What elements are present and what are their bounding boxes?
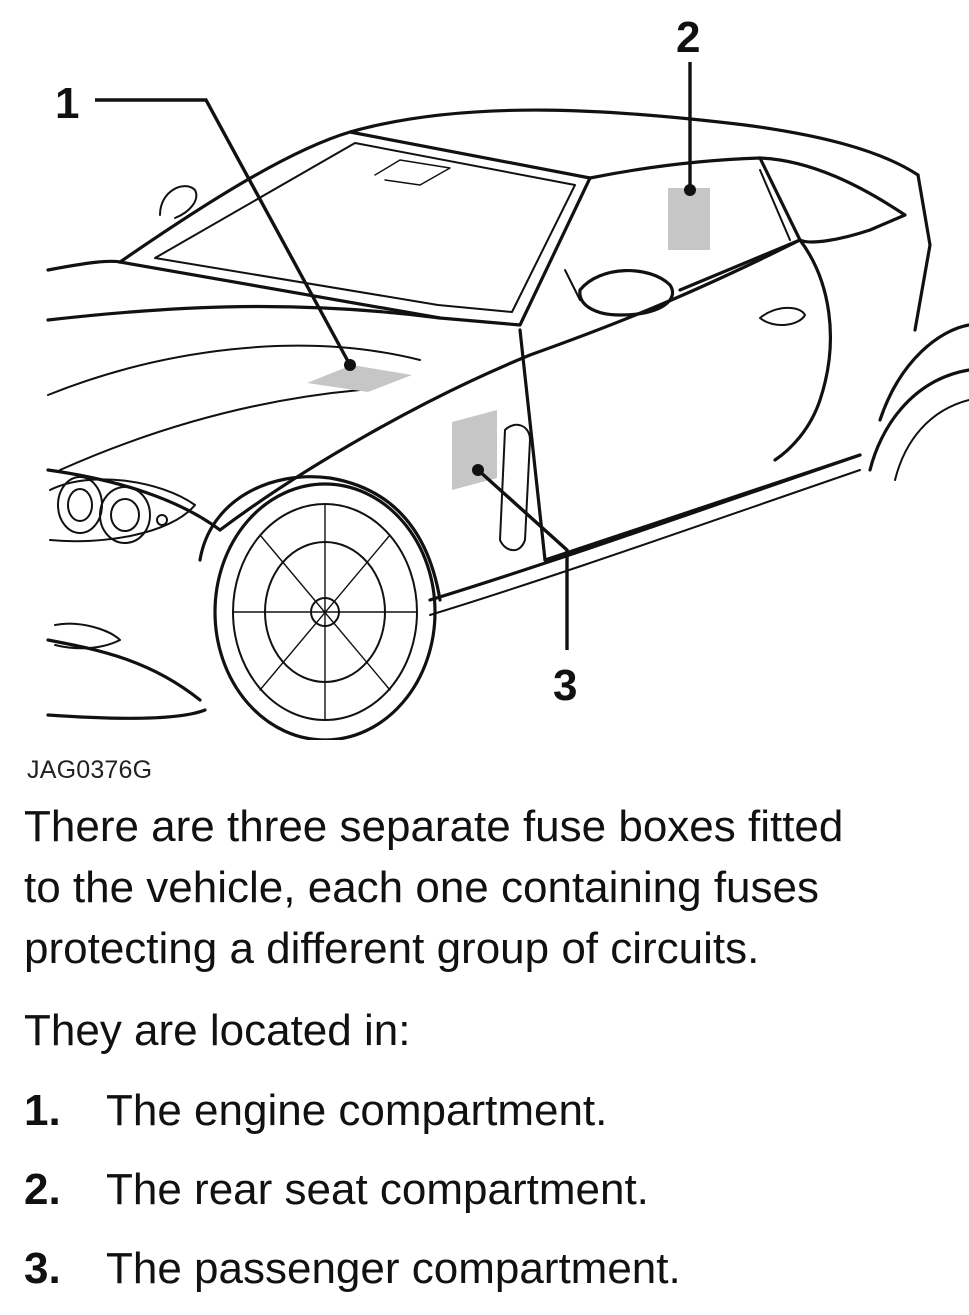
leader-line-3 [476, 468, 569, 650]
list-item-text: The passenger compartment. [106, 1244, 681, 1293]
list-item-number: 2. [24, 1165, 61, 1214]
list-item-number: 1. [24, 1086, 61, 1135]
intro-paragraph: There are three separate fuse boxes fitt… [24, 802, 844, 973]
callout-1: 1 [55, 79, 79, 128]
list-item: 2. The rear seat compartment. [24, 1157, 681, 1236]
fuse-box-marker-passenger [452, 410, 497, 490]
fuse-box-marker-rear-seat [668, 188, 710, 250]
callout-3: 3 [553, 661, 577, 710]
list-item-number: 3. [24, 1244, 61, 1293]
car-body [46, 108, 969, 740]
list-item: 1. The engine compartment. [24, 1078, 681, 1157]
fuse-box-marker-engine [307, 365, 412, 392]
figure-code: JAG0376G [27, 756, 153, 784]
located-in-heading: They are located in: [24, 1006, 411, 1055]
callout-2: 2 [676, 13, 700, 62]
car-line-drawing: 1 2 3 [46, 13, 969, 740]
list-item-text: The rear seat compartment. [106, 1165, 649, 1214]
leader-line-1 [95, 98, 352, 366]
list-item: 3. The passenger compartment. [24, 1236, 681, 1315]
fuse-box-location-list: 1. The engine compartment. 2. The rear s… [24, 1078, 681, 1315]
list-item-text: The engine compartment. [106, 1086, 608, 1135]
car-illustration: 1 2 3 [46, 13, 969, 740]
